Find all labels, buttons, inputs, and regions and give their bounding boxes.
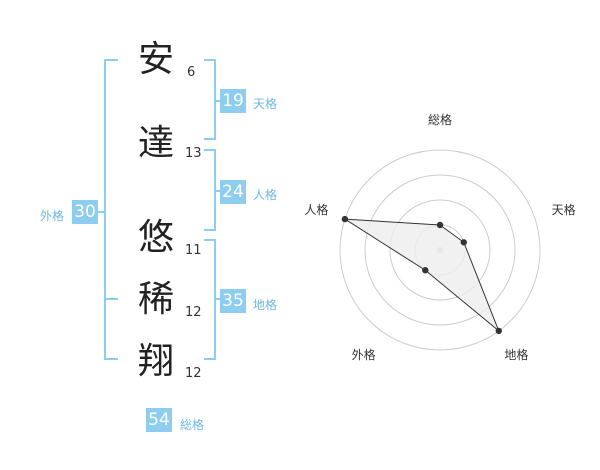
chikaku-label: 地格: [253, 298, 278, 312]
radar-point-2: [460, 239, 467, 246]
radar-axis-label-5: 人格: [304, 202, 328, 217]
stroke-count-5: 12: [185, 366, 202, 381]
radar-point-3: [495, 327, 502, 335]
radar-center-point: [437, 247, 443, 253]
gaikaku-bracket-tick: [98, 211, 106, 213]
radar-series-area: [344, 218, 500, 332]
soukaku-label: 総格: [180, 418, 205, 432]
chikaku-bracket-tick: [214, 298, 220, 300]
name-char-4: 稀: [137, 279, 174, 320]
stroke-count-3: 11: [185, 243, 202, 258]
radar-point-5: [341, 215, 349, 223]
stroke-count-4: 12: [185, 305, 202, 320]
gaikaku-label: 外格: [40, 209, 65, 223]
name-char-1: 安: [137, 39, 174, 80]
jinkaku-label: 人格: [253, 188, 278, 202]
gaikaku-bracket-inner-tick: [104, 298, 118, 300]
tenkaku-value: 19: [220, 89, 246, 113]
name-char-3: 悠: [137, 217, 174, 258]
gaikaku-value: 30: [72, 200, 98, 224]
soukaku-value: 54: [146, 408, 172, 432]
radar-axis-label-4: 外格: [352, 347, 376, 362]
radar-grid-ring: [364, 174, 516, 326]
stroke-count-2: 13: [185, 146, 202, 161]
chikaku-value: 35: [220, 289, 246, 313]
tenkaku-label: 天格: [253, 97, 278, 111]
radar-grid-ring: [339, 149, 541, 351]
radar-grid-ring: [414, 224, 466, 276]
radar-point-1: [436, 221, 444, 229]
radar-grid-ring: [389, 199, 491, 301]
radar-axis-label-2: 天格: [552, 202, 576, 217]
name-char-5: 翔: [137, 341, 174, 382]
radar-point-4: [422, 267, 429, 274]
tenkaku-bracket-tick: [214, 100, 220, 102]
gaikaku-bracket: [104, 59, 118, 360]
radar-axis-label-3: 地格: [504, 347, 528, 362]
jinkaku-value: 24: [220, 180, 246, 204]
jinkaku-bracket-tick: [214, 190, 220, 192]
tenkaku-bracket: [204, 59, 216, 140]
stroke-count-1: 6: [187, 65, 196, 80]
radar-axis-label-1: 総格: [428, 112, 452, 127]
name-char-2: 達: [137, 123, 174, 164]
